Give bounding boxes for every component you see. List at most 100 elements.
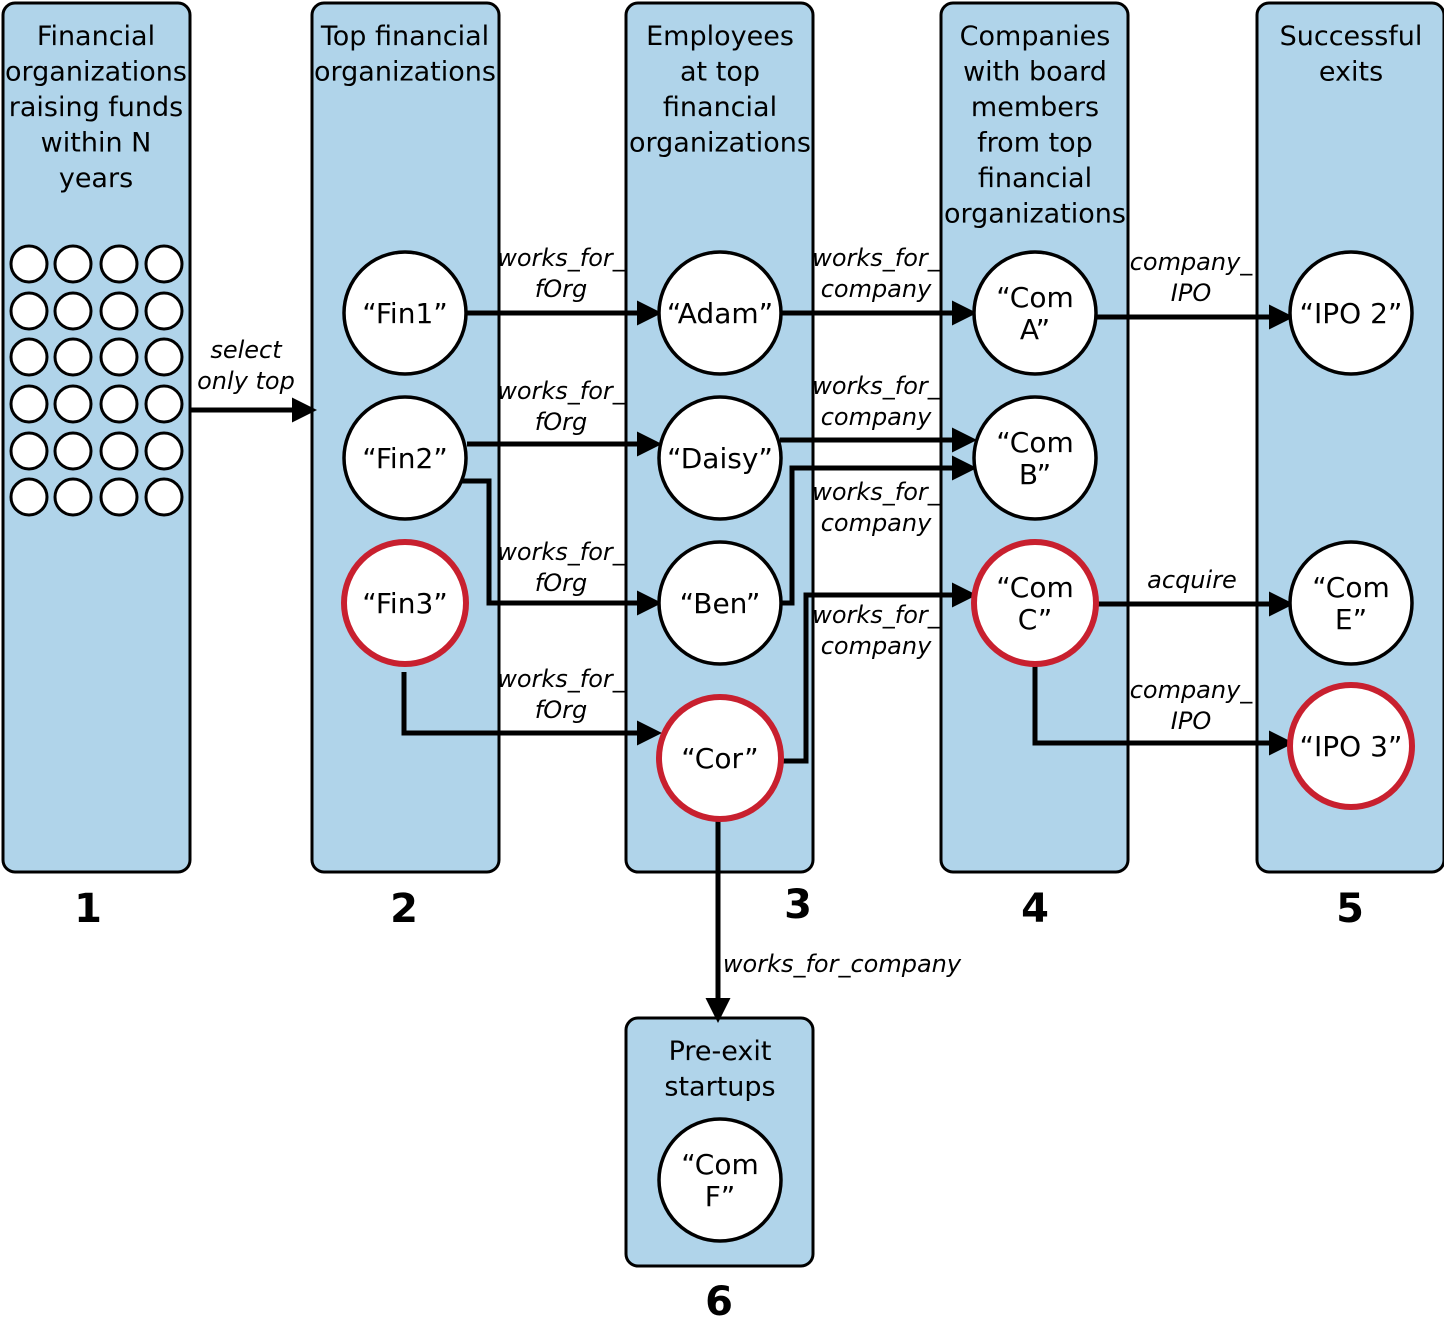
organization-circle (9, 291, 49, 331)
column-c5-title-line: Successful (1280, 21, 1423, 52)
node-cor-label: “Cor” (681, 742, 758, 775)
column-c6-number: 6 (705, 1279, 733, 1325)
organization-circle (144, 384, 184, 424)
nodes-layer: “Fin1”“Fin2”“Fin3”“Adam”“Daisy”“Ben”“Cor… (341, 250, 1415, 1243)
organization-circle (99, 337, 139, 377)
e-select-label: only top (197, 367, 295, 395)
column-c1-number: 1 (74, 886, 102, 932)
column-c2-title-line: organizations (314, 57, 496, 88)
node-fin3 (341, 539, 469, 667)
e-fin2-daisy-label: works_for_ (497, 377, 626, 405)
e-comC-ipo3-label: company_ (1130, 676, 1254, 704)
e-ben-comB-label: works_for_ (812, 478, 941, 506)
organization-circle (99, 384, 139, 424)
organization-circle (9, 337, 49, 377)
column-c1-title-line: Financial (37, 21, 155, 52)
node-comF (657, 1117, 783, 1243)
node-comC-label: C” (1018, 603, 1053, 636)
organization-circle (53, 477, 93, 517)
e-ben-comB-label: company (821, 509, 932, 537)
organization-circle (144, 477, 184, 517)
node-ipo2 (1288, 250, 1414, 376)
e-fin3-cor-arrow (401, 672, 662, 746)
node-fin2-label: “Fin2” (362, 442, 448, 475)
organization-circle (99, 244, 139, 284)
column-c3-title-line: organizations (629, 128, 811, 159)
node-comA-label: A” (1020, 313, 1050, 346)
e-fin1-adam-label: fOrg (535, 275, 587, 303)
e-fin2-daisy-label: fOrg (535, 408, 587, 436)
node-ipo2-label: “IPO 2” (1300, 297, 1403, 330)
node-daisy-label: “Daisy” (667, 442, 773, 475)
organization-circle (53, 384, 93, 424)
column-c1-title-line: organizations (5, 57, 187, 88)
node-fin2 (342, 395, 468, 521)
column-c6-title-line: startups (664, 1072, 775, 1103)
node-fin1 (342, 250, 468, 376)
e-adam-comA-label: company (821, 275, 932, 303)
node-adam (657, 250, 783, 376)
organization-circle (9, 477, 49, 517)
e-fin1-adam-label: works_for_ (497, 244, 626, 272)
organization-circle (53, 291, 93, 331)
e-cor-comC-label: company (821, 632, 932, 660)
e-comC-ipo3-arrow (1032, 665, 1294, 756)
column-c1-title-line: within N (41, 128, 152, 159)
organization-circle (144, 337, 184, 377)
node-comB (972, 395, 1098, 521)
node-comC-label: “Com (996, 571, 1073, 604)
node-adam-label: “Adam” (667, 297, 773, 330)
node-ipo3 (1287, 682, 1415, 810)
node-comF-label: “Com (681, 1148, 758, 1181)
column-c2-title-line: Top financial (320, 21, 489, 52)
column-c2-number: 2 (390, 886, 418, 932)
e-cor-comC-label: works_for_ (812, 601, 941, 629)
node-comE (1288, 540, 1414, 666)
organization-circle (99, 291, 139, 331)
column-c4-title-line: Companies (960, 21, 1111, 52)
node-comE-label: “Com (1312, 571, 1389, 604)
node-cor (656, 694, 784, 822)
node-comB-label: B” (1019, 458, 1051, 491)
node-comF-label: F” (705, 1180, 736, 1213)
column-c4-title-line: financial (978, 163, 1092, 194)
e-daisy-comB-label: works_for_ (812, 372, 941, 400)
e-fin2-ben-arrow (459, 478, 662, 616)
organization-circle (9, 431, 49, 471)
e-ben-comB-arrow (780, 455, 977, 606)
column-c5-number: 5 (1336, 886, 1364, 932)
edges-layer: select only top works_for_ fOrg works_for_ fO… (190, 244, 1294, 1023)
column-c4-title-line: members (971, 92, 1099, 123)
e-comA-ipo2-label: IPO (1171, 279, 1211, 307)
e-adam-comA-label: works_for_ (812, 244, 941, 272)
column-c4-title-line: organizations (944, 199, 1126, 230)
column-c6-title-line: Pre-exit (669, 1036, 772, 1067)
e-comA-ipo2-label: company_ (1130, 248, 1254, 276)
e-cor-comF-label: works_for_company (723, 950, 962, 978)
node-fin3-label: “Fin3” (362, 587, 448, 620)
column-c5-panel (1255, 1, 1444, 874)
node-comA (972, 250, 1098, 376)
e-select-label: select (210, 336, 283, 364)
column-c3-title-line: at top (680, 57, 760, 88)
organization-circle (144, 431, 184, 471)
e-fin2-ben-label: fOrg (535, 569, 587, 597)
column-c5-title-line: exits (1319, 57, 1383, 88)
node-comB-label: “Com (996, 426, 1073, 459)
e-daisy-comB-label: company (821, 403, 932, 431)
e-cor-comC-arrow (781, 582, 977, 764)
organization-circle (144, 244, 184, 284)
column-c4-title-line: from top (977, 128, 1093, 159)
e-comC-comE-label: acquire (1147, 566, 1237, 594)
column-c4-title-line: with board (963, 57, 1107, 88)
organization-circle (53, 244, 93, 284)
column-c3-title-line: Employees (646, 21, 794, 52)
organization-circle (53, 431, 93, 471)
column-c1-title-line: raising funds (9, 92, 184, 123)
organization-circle (144, 291, 184, 331)
e-fin3-cor-label: works_for_ (497, 665, 626, 693)
e-comC-ipo3-label: IPO (1171, 707, 1211, 735)
e-fin2-ben-label: works_for_ (497, 538, 626, 566)
node-comE-label: E” (1335, 603, 1367, 636)
